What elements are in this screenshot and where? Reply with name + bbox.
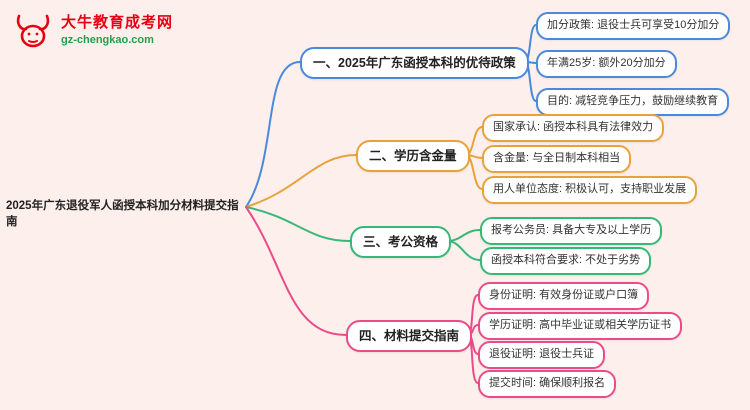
logo-text: 大牛教育成考网 gz-chengkao.com xyxy=(61,14,173,47)
sub-node-1-3: 目的: 减轻竞争压力，鼓励继续教育 xyxy=(536,88,730,116)
branch-node-1: 一、2025年广东函授本科的优待政策 xyxy=(300,47,529,80)
sub-node-3-1: 报考公务员: 具备大专及以上学历 xyxy=(480,217,663,245)
connector-b3-s2 xyxy=(446,240,481,261)
site-logo[interactable]: 大牛教育成考网 gz-chengkao.com xyxy=(12,10,173,52)
sub-node-3-2: 函授本科符合要求: 不处于劣势 xyxy=(480,247,652,275)
sub-node-1-1: 加分政策: 退役士兵可享受10分加分 xyxy=(536,12,731,40)
sub-node-2-1: 国家承认: 函授本科具有法律效力 xyxy=(482,114,665,142)
branch-node-3: 三、考公资格 xyxy=(350,226,452,259)
sub-node-2-3: 用人单位态度: 积极认可，支持职业发展 xyxy=(482,176,698,204)
root-topic: 2025年广东退役军人函授本科加分材料提交指南 xyxy=(6,200,239,228)
connector-root-branch2 xyxy=(245,154,357,208)
sub-node-4-1: 身份证明: 有效身份证或户口簿 xyxy=(478,282,650,310)
connector-b3-s1 xyxy=(446,229,481,242)
sub-node-4-4: 提交时间: 确保顺利报名 xyxy=(478,370,617,398)
connector-root-branch3 xyxy=(245,206,351,242)
logo-domain: gz-chengkao.com xyxy=(61,34,154,47)
connector-root-branch1 xyxy=(245,61,301,208)
bull-logo-icon xyxy=(16,14,50,48)
sub-node-2-2: 含金量: 与全日制本科相当 xyxy=(482,145,632,173)
sub-node-1-2: 年满25岁: 额外20分加分 xyxy=(536,50,677,78)
sub-node-4-3: 退役证明: 退役士兵证 xyxy=(478,341,606,369)
branch-node-4: 四、材料提交指南 xyxy=(346,320,473,353)
branch-node-2: 二、学历含金量 xyxy=(356,140,470,173)
connector-root-branch4 xyxy=(245,206,347,336)
logo-title: 大牛教育成考网 xyxy=(61,14,174,32)
sub-node-4-2: 学历证明: 高中毕业证或相关学历证书 xyxy=(478,312,683,340)
